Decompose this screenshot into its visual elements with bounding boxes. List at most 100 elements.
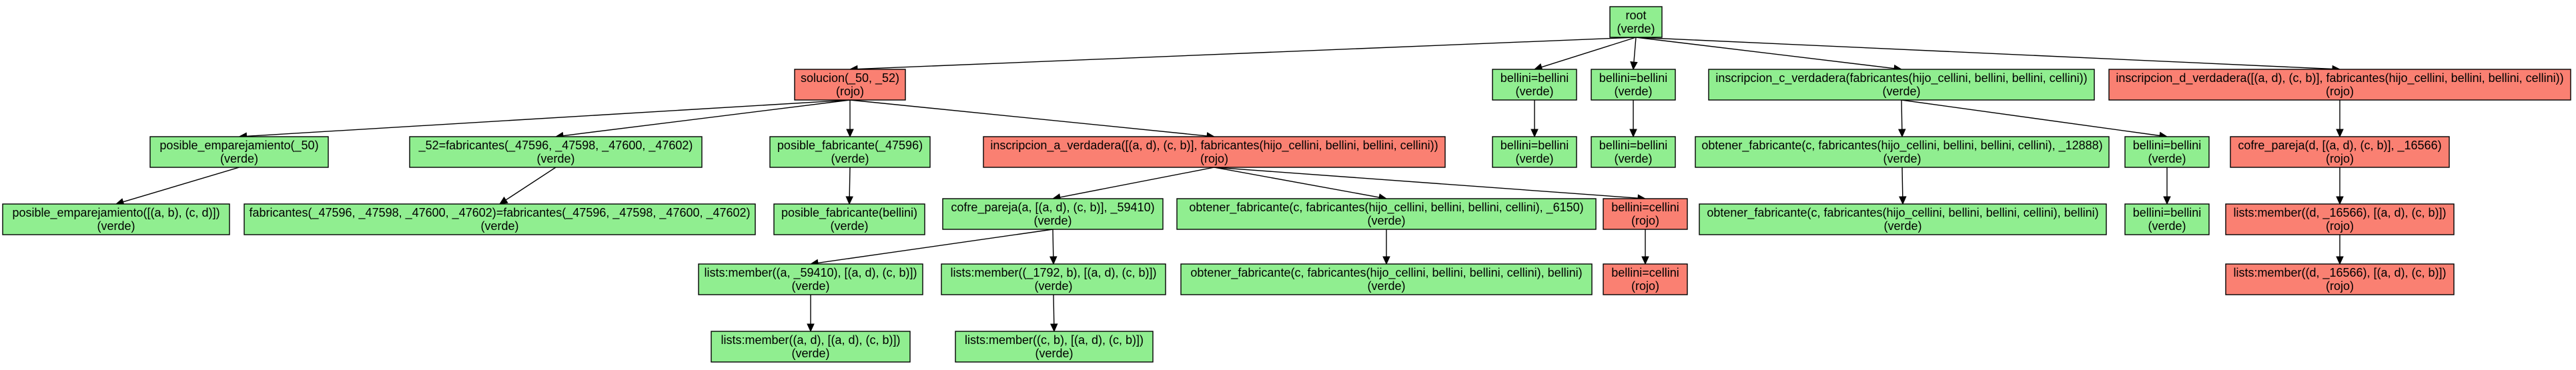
node-status: (rojo) — [1631, 279, 1659, 293]
edge-insc-bbc — [1901, 99, 2160, 137]
arrowhead-insc-obtc — [1898, 129, 1906, 138]
tree-node-pfab: posible_fabricante(_47596)(verde) — [769, 136, 931, 168]
node-status: (rojo) — [1200, 152, 1228, 165]
node-box — [244, 203, 756, 235]
edge-pfab-pfab2 — [849, 167, 851, 197]
node-status: (verde) — [1614, 85, 1652, 98]
tree-node-lmd2: lists:member((d, _16566), [(a, d), (c, b… — [2225, 263, 2455, 295]
node-status: (verde) — [2148, 152, 2186, 165]
node-box — [2, 203, 230, 235]
tree-node-bcel2: bellini=cellini(rojo) — [1603, 263, 1688, 295]
arrowhead-cofa-lm1792 — [1049, 256, 1057, 265]
node-box — [2225, 263, 2455, 295]
node-label: posible_emparejamiento(_50) — [159, 139, 318, 153]
node-label: posible_emparejamiento([(a, b), (c, d)]) — [12, 206, 220, 220]
tree-node-root: root(verde) — [1609, 6, 1663, 38]
node-label: lists:member((d, _16566), [(a, d), (c, b… — [2233, 266, 2446, 280]
arrowhead-fab52-fabeq — [498, 196, 508, 205]
node-box — [1176, 198, 1597, 230]
node-status: (verde) — [831, 152, 869, 165]
node-label: inscripcion_c_verdadera(fabricantes(hijo… — [1715, 71, 2087, 85]
node-status: (verde) — [1367, 279, 1405, 293]
node-label: bellini=bellini — [2133, 139, 2202, 152]
edge-root-bb1 — [1541, 37, 1637, 68]
arrowhead-sol-pfab — [846, 129, 854, 138]
node-box — [2230, 136, 2450, 168]
tree-node-obta: obtener_fabricante(c, fabricantes(hijo_c… — [1176, 198, 1597, 230]
node-box — [794, 69, 906, 101]
node-status: (verde) — [1367, 214, 1405, 227]
node-status: (rojo) — [2326, 219, 2354, 233]
tree-node-cofa: cofre_pareja(a, [(a, d), (c, b)], _59410… — [942, 198, 1164, 230]
edge-root-bb2 — [1633, 37, 1637, 63]
node-status: (verde) — [220, 152, 258, 165]
node-label: obtener_fabricante(c, fabricantes(hijo_c… — [1707, 206, 2098, 220]
edge-sol-pemp — [246, 99, 851, 137]
tree-node-obtc2: obtener_fabricante(c, fabricantes(hijo_c… — [1699, 203, 2107, 235]
node-box — [769, 136, 931, 168]
node-status: (rojo) — [2326, 152, 2354, 165]
node-box — [1695, 136, 2110, 168]
tree-node-insd: inscripcion_d_verdadera([(a, d), (c, b)]… — [2108, 69, 2571, 101]
tree-node-lmad: lists:member((a, d), [(a, d), (c, b)])(v… — [711, 331, 911, 363]
node-status: (verde) — [1515, 85, 1553, 98]
node-label: inscripcion_a_verdadera([(a, d), (c, b)]… — [990, 139, 1438, 153]
node-label: lists:member((c, b), [(a, d), (c, b)]) — [965, 333, 1144, 347]
arrowhead-bbc-bbc2 — [2163, 196, 2171, 205]
tree-nodes: root(verde)solucion(_50, _52)(rojo)belli… — [2, 6, 2571, 363]
node-box — [711, 331, 911, 363]
arrowhead-lma-lmad — [807, 323, 815, 333]
node-box — [1708, 69, 2095, 101]
arrowhead-lm1792-lmcb — [1050, 323, 1058, 333]
tree-node-bb1: bellini=bellini(verde) — [1492, 69, 1577, 101]
node-box — [1492, 69, 1577, 101]
tree-node-pemp: posible_emparejamiento(_50)(verde) — [149, 136, 329, 168]
node-status: (verde) — [536, 152, 574, 165]
arrowhead-insd-cofd — [2336, 129, 2344, 138]
tree-node-lm1792: lists:member((_1792, b), [(a, d), (c, b)… — [941, 263, 1166, 295]
arrowhead-pfab-pfab2 — [845, 196, 853, 205]
node-label: fabricantes(_47596, _47598, _47600, _476… — [249, 206, 750, 220]
edge-root-sol — [857, 37, 1637, 70]
edge-pemp-pemp2 — [123, 167, 240, 203]
tree-node-sol: solucion(_50, _52)(rojo) — [794, 69, 906, 101]
node-label: obtener_fabricante(c, fabricantes(hijo_c… — [1701, 139, 2102, 153]
node-label: bellini=bellini — [1500, 139, 1569, 152]
edge-obtc-obtc2 — [1901, 167, 1903, 197]
edge-root-insc — [1635, 37, 1895, 69]
node-status: (verde) — [97, 219, 135, 233]
node-label: cofre_pareja(a, [(a, d), (c, b)], _59410… — [951, 201, 1154, 215]
node-label: inscripcion_d_verdadera([(a, d), (c, b)]… — [2116, 71, 2563, 85]
node-label: posible_fabricante(bellini) — [781, 206, 917, 220]
node-box — [1603, 198, 1688, 230]
arrowhead-obtc-obtc2 — [1899, 196, 1907, 205]
node-label: _52=fabricantes(_47596, _47598, _47600, … — [418, 139, 693, 153]
arrowhead-root-bb2 — [1630, 61, 1638, 71]
node-label: obtener_fabricante(c, fabricantes(hijo_c… — [1189, 201, 1583, 215]
node-status: (verde) — [2148, 219, 2186, 233]
node-status: (rojo) — [836, 85, 864, 98]
node-status: (rojo) — [1631, 214, 1659, 227]
tree-node-insc: inscripcion_c_verdadera(fabricantes(hijo… — [1708, 69, 2095, 101]
node-status: (verde) — [1034, 279, 1072, 293]
node-box — [983, 136, 1446, 168]
arrowhead-obta-obta2 — [1382, 256, 1390, 265]
node-box — [2225, 203, 2455, 235]
node-box — [1603, 263, 1688, 295]
arrowhead-lmd-lmd2 — [2336, 256, 2344, 265]
tree-node-fab52: _52=fabricantes(_47596, _47598, _47600, … — [409, 136, 703, 168]
tree-node-lmd: lists:member((d, _16566), [(a, d), (c, b… — [2225, 203, 2455, 235]
node-label: lists:member((d, _16566), [(a, d), (c, b… — [2233, 206, 2446, 220]
node-box — [773, 203, 925, 235]
tree-node-insa: inscripcion_a_verdadera([(a, d), (c, b)]… — [983, 136, 1446, 168]
node-box — [1492, 136, 1577, 168]
node-status: (verde) — [791, 279, 829, 293]
edge-lm1792-lmcb — [1053, 294, 1055, 325]
node-status: (verde) — [1614, 152, 1652, 165]
node-box — [1699, 203, 2107, 235]
node-label: obtener_fabricante(c, fabricantes(hijo_c… — [1190, 266, 1582, 280]
tree-node-cofd: cofre_pareja(d, [(a, d), (c, b)], _16566… — [2230, 136, 2450, 168]
edge-insc-obtc — [1901, 99, 1903, 130]
node-label: bellini=bellini — [2133, 206, 2202, 219]
